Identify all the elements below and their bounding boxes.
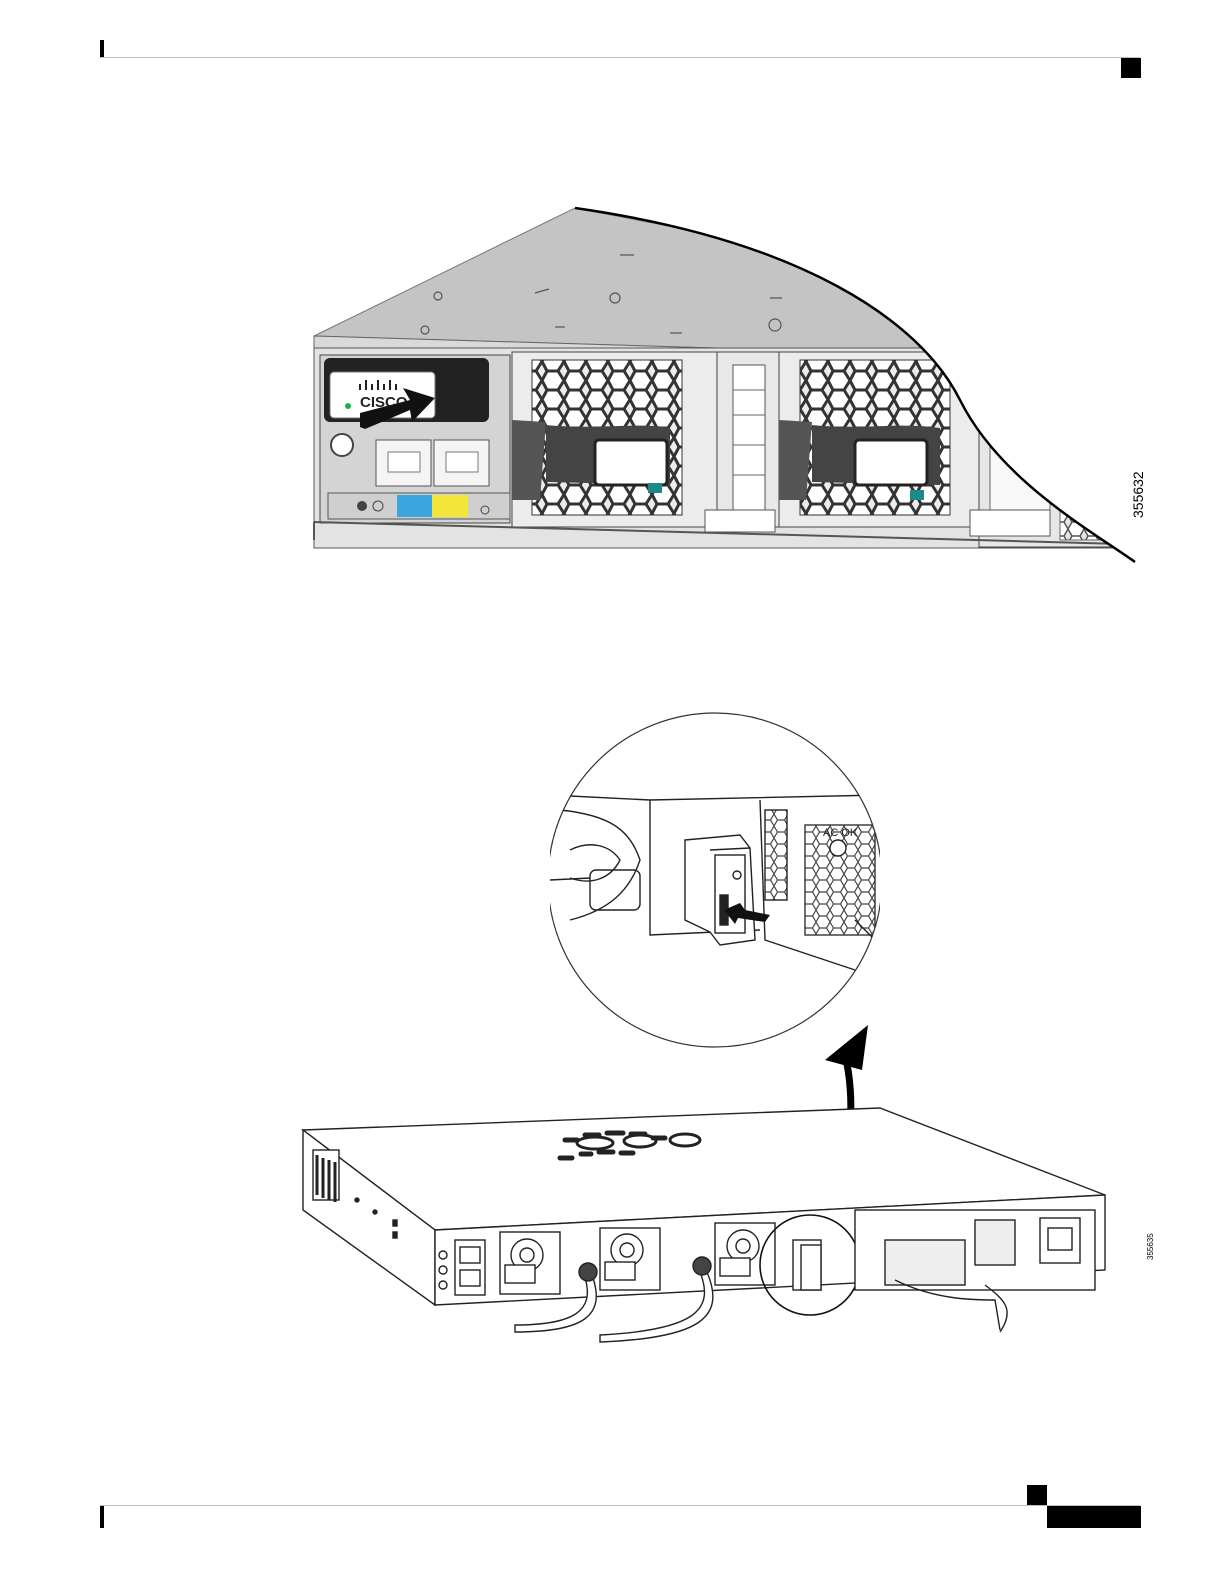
ac-ok-label: AC OK: [823, 827, 858, 839]
figure-id-label: 355635: [1146, 1233, 1155, 1260]
footer-square-marker: [1027, 1485, 1047, 1505]
figure-id-label: 355632: [1130, 471, 1146, 518]
header-rule: [100, 57, 1140, 58]
footer-page-tab: [1047, 1506, 1141, 1528]
figure-switch-rear-closeup: CISCO: [300, 200, 1160, 580]
footer-tick: [100, 1506, 104, 1528]
header-tick: [100, 40, 104, 57]
header-square-marker: [1121, 58, 1141, 78]
figure-inset-detail: AC OK: [550, 700, 880, 1050]
figure-switch-full-rear: 355635: [295, 1100, 1155, 1360]
footer-rule: [100, 1505, 1140, 1506]
